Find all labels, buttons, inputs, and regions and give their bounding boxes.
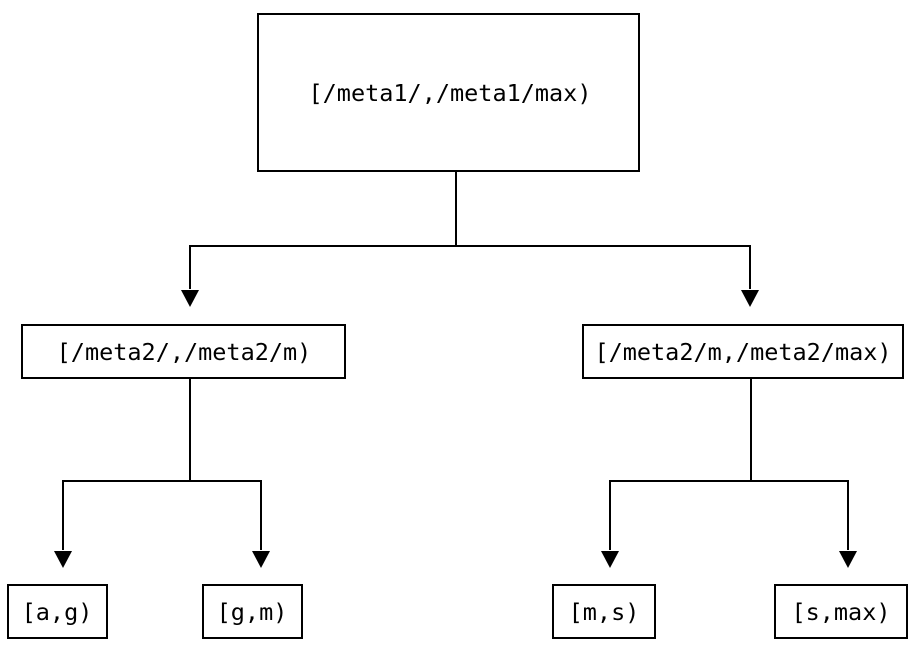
arrowhead-icon-leaf-gm — [252, 551, 270, 568]
connectors — [54, 171, 857, 568]
node-right-child: [/meta2/m,/meta2/max) — [582, 324, 904, 379]
node-root: [/meta1/,/meta1/max) — [257, 13, 640, 172]
node-left-child: [/meta2/,/meta2/m) — [21, 324, 346, 379]
arrowhead-icon-leaf-smax — [839, 551, 857, 568]
node-leaf-gm-label: [g,m) — [217, 598, 288, 626]
node-leaf-ag-label: [a,g) — [22, 598, 93, 626]
node-leaf-ms: [m,s) — [552, 584, 656, 639]
arrowhead-icon-leaf-ag — [54, 551, 72, 568]
node-leaf-gm-box — [202, 584, 303, 639]
node-leaf-smax-box — [774, 584, 908, 639]
node-leaf-ms-label: [m,s) — [569, 598, 640, 626]
arrowhead-icon-leaf-ms — [601, 551, 619, 568]
node-leaf-ag: [a,g) — [7, 584, 108, 639]
arrowhead-icon-left-child — [181, 290, 199, 307]
node-leaf-ms-box — [552, 584, 656, 639]
arrowhead-icon-right-child — [741, 290, 759, 307]
node-root-label: [/meta1/,/meta1/max) — [309, 79, 592, 107]
node-leaf-ag-box — [7, 584, 108, 639]
node-leaf-gm: [g,m) — [202, 584, 303, 639]
node-left-child-label: [/meta2/,/meta2/m) — [57, 338, 312, 366]
node-leaf-smax: [s,max) — [774, 584, 908, 639]
node-right-child-label: [/meta2/m,/meta2/max) — [594, 338, 891, 366]
node-left-child-box — [21, 324, 346, 379]
node-right-child-box — [582, 324, 904, 379]
node-root-box — [257, 13, 640, 172]
node-leaf-smax-label: [s,max) — [791, 598, 890, 626]
